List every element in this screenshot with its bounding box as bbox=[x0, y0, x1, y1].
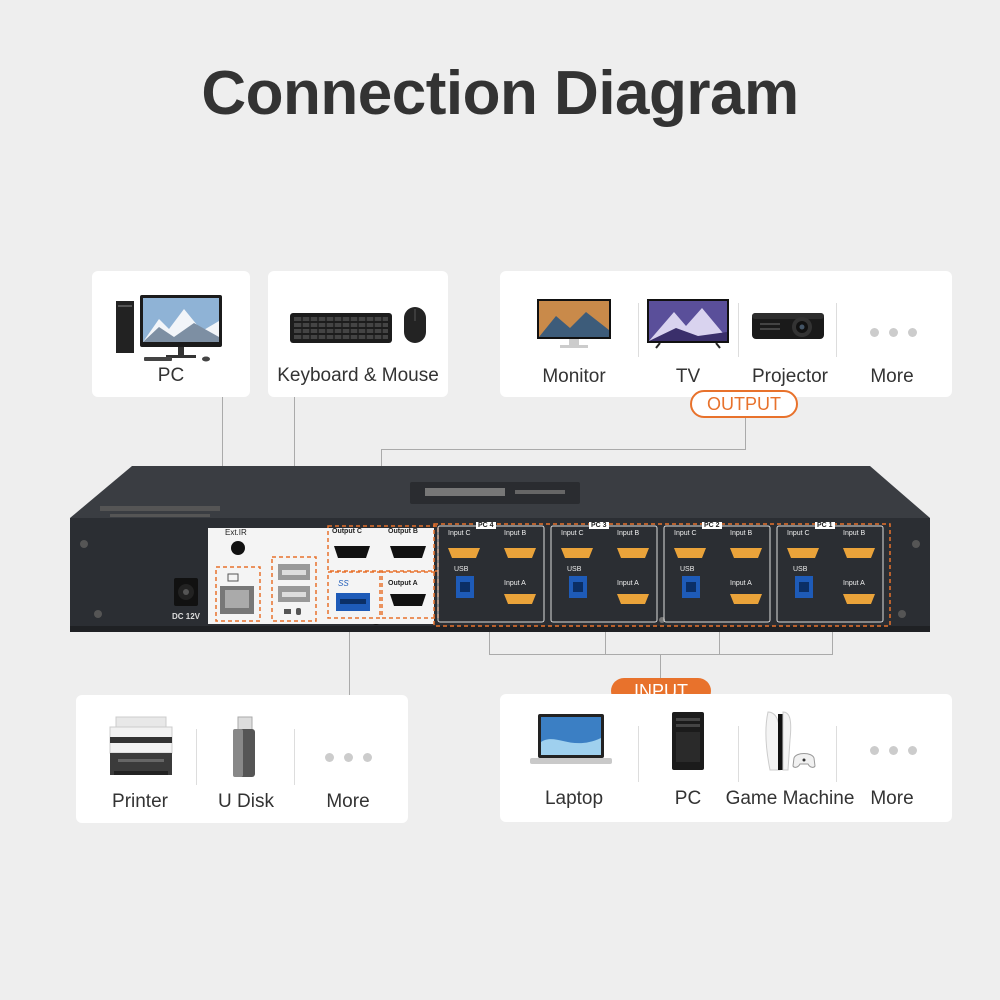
pc4-usb-label: USB bbox=[454, 566, 469, 573]
pc-label: PC bbox=[157, 365, 185, 386]
top-brand-mark bbox=[410, 482, 580, 504]
input-connector-tick-2 bbox=[605, 630, 606, 655]
output-a-label: Output A bbox=[388, 580, 418, 587]
input-connector-tick-1 bbox=[489, 630, 490, 655]
pc2-usb-label: USB bbox=[680, 566, 695, 573]
page-title: Connection Diagram bbox=[201, 59, 799, 128]
output-bc-highlight bbox=[327, 525, 439, 572]
usb-item-u-disk: U Disk bbox=[218, 791, 274, 812]
pc-card: PC bbox=[92, 271, 250, 397]
output-item-projector: Projector bbox=[751, 366, 829, 387]
output-b-label: Output B bbox=[388, 528, 418, 535]
pc1-input-c-label: Input C bbox=[787, 530, 810, 537]
laptop-icon bbox=[530, 714, 612, 764]
pc1-usb-label: USB bbox=[793, 566, 808, 573]
keyboard-mouse-card: Keyboard & Mouse bbox=[268, 271, 448, 397]
printer-icon bbox=[109, 716, 173, 775]
input-divider-1 bbox=[638, 726, 639, 782]
pc3-input-c-label: Input C bbox=[561, 530, 584, 537]
keyboard-mouse-icon bbox=[290, 307, 426, 343]
screw-icon bbox=[94, 610, 102, 618]
monitor-icon bbox=[537, 299, 611, 348]
screw-icon bbox=[912, 540, 920, 548]
screw-icon bbox=[80, 540, 88, 548]
dc-label: DC 12V bbox=[172, 612, 201, 621]
output-connector-line-h bbox=[381, 449, 746, 450]
hdmi-port-output-a bbox=[390, 594, 426, 606]
screw-icon bbox=[898, 610, 906, 618]
kvm-switch-device: DC 12V Ext.IR Output C Output B Output A… bbox=[70, 466, 930, 634]
input-connector-tick-4 bbox=[832, 630, 833, 655]
pc4-input-c-label: Input C bbox=[448, 530, 471, 537]
more-dots-icon bbox=[870, 328, 917, 337]
output-c-label: Output C bbox=[332, 528, 362, 535]
input-item-more: More bbox=[870, 788, 914, 809]
input-divider-3 bbox=[836, 726, 837, 782]
desktop-pc-icon bbox=[116, 295, 222, 362]
group-label-pc3: PC 3 bbox=[589, 522, 609, 529]
usb-item-more: More bbox=[326, 791, 370, 812]
group-label-pc2: PC 2 bbox=[702, 522, 722, 529]
input-connector-tick-3 bbox=[719, 630, 720, 655]
output-divider-1 bbox=[638, 303, 639, 357]
projector-icon bbox=[752, 313, 824, 339]
input-item-game-machine: Game Machine bbox=[725, 788, 855, 809]
usb-divider-1 bbox=[196, 729, 197, 785]
keyboard-mouse-usb-highlight bbox=[271, 556, 317, 622]
output-connector-line-v1 bbox=[745, 416, 746, 449]
pc2-input-b-label: Input B bbox=[730, 530, 753, 537]
input-divider-2 bbox=[738, 726, 739, 782]
pc2-input-c-label: Input C bbox=[674, 530, 697, 537]
input-source-card: Laptop PC Game Machine More bbox=[500, 694, 952, 822]
pc4-input-b-label: Input B bbox=[504, 530, 527, 537]
usb-item-printer: Printer bbox=[112, 791, 168, 812]
output-divider-3 bbox=[836, 303, 837, 357]
pc3-usb-label: USB bbox=[567, 566, 582, 573]
input-group-pc4 bbox=[437, 525, 545, 623]
pc1-input-b-label: Input B bbox=[843, 530, 866, 537]
output-item-tv: TV bbox=[675, 366, 701, 387]
usb-connector-line bbox=[349, 615, 350, 695]
output-divider-2 bbox=[738, 303, 739, 357]
more-dots-icon bbox=[870, 746, 917, 755]
lan-port-highlight bbox=[215, 566, 261, 622]
output-item-more: More bbox=[870, 366, 914, 387]
ext-ir-label: Ext.IR bbox=[225, 528, 247, 537]
ext-ir-port bbox=[231, 541, 245, 555]
pc1-input-a-label: Input A bbox=[843, 580, 865, 587]
kvm-switch-rear-panel bbox=[70, 466, 930, 632]
pc3-input-a-label: Input A bbox=[617, 580, 639, 587]
pc4-input-a-label: Input A bbox=[504, 580, 526, 587]
output-item-monitor: Monitor bbox=[542, 366, 606, 387]
tv-icon bbox=[647, 299, 729, 349]
keyboard-mouse-label: Keyboard & Mouse bbox=[277, 365, 439, 386]
pc3-input-b-label: Input B bbox=[617, 530, 640, 537]
pc2-input-a-label: Input A bbox=[730, 580, 752, 587]
input-group-pc3 bbox=[550, 525, 658, 623]
usb-peripheral-card: Printer U Disk More bbox=[76, 695, 408, 823]
input-bay-highlight bbox=[433, 523, 891, 627]
more-dots-icon bbox=[325, 753, 372, 762]
usb-divider-2 bbox=[294, 729, 295, 785]
group-label-pc1: PC 1 bbox=[815, 522, 835, 529]
usb-disk-icon bbox=[233, 716, 255, 777]
input-connector-stem bbox=[660, 654, 661, 680]
group-label-pc4: PC 4 bbox=[476, 522, 496, 529]
output-card: Monitor TV Projector More bbox=[500, 271, 952, 397]
game-console-icon bbox=[765, 711, 816, 771]
ss-label: SS bbox=[338, 579, 349, 588]
input-item-pc: PC bbox=[674, 788, 702, 809]
pc-tower-icon bbox=[672, 712, 704, 770]
hdmi-port-output-b bbox=[390, 546, 426, 558]
output-badge: OUTPUT bbox=[690, 390, 798, 418]
input-item-laptop: Laptop bbox=[544, 788, 604, 809]
hdmi-port-output-c bbox=[334, 546, 370, 558]
